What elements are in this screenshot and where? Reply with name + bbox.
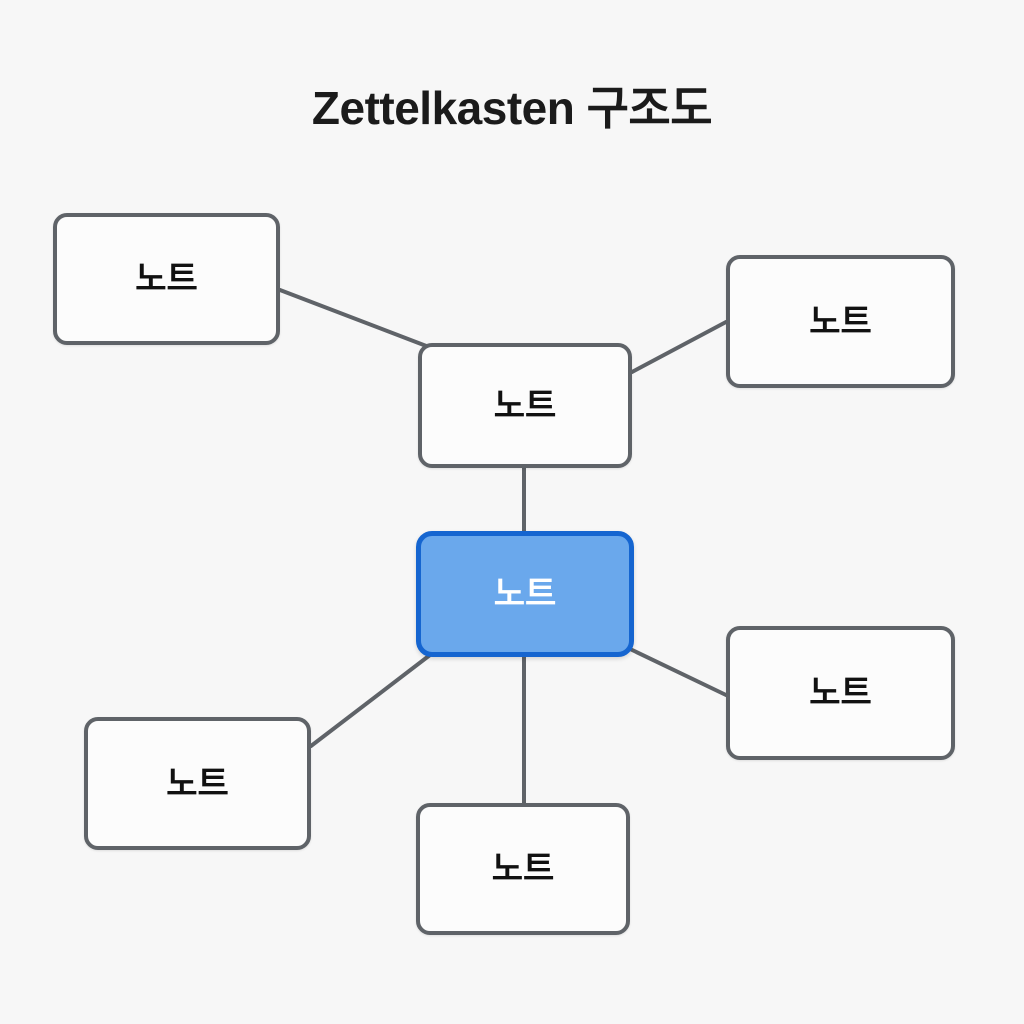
node-label: 노트	[135, 260, 198, 298]
edge-n-top-right-to-n-upper-middle	[630, 320, 728, 374]
node-label: 노트	[809, 674, 872, 712]
edge-n-center-to-n-right-middle	[626, 646, 728, 697]
node-bottom-center[interactable]: 노트	[416, 803, 630, 935]
node-right-middle[interactable]: 노트	[726, 626, 955, 760]
node-label: 노트	[166, 764, 229, 803]
node-top-left[interactable]: 노트	[53, 213, 280, 345]
edge-n-center-to-n-bottom-left	[309, 653, 432, 748]
node-upper-middle[interactable]: 노트	[418, 343, 632, 468]
page-title: Zettelkasten 구조도	[311, 82, 713, 134]
node-label: 노트	[493, 575, 557, 613]
node-label: 노트	[493, 386, 557, 425]
node-label: 노트	[809, 302, 872, 341]
node-top-right[interactable]: 노트	[726, 255, 955, 388]
node-label: 노트	[491, 850, 555, 888]
node-bottom-left[interactable]: 노트	[84, 717, 311, 850]
edge-n-top-left-to-n-upper-middle	[278, 288, 444, 354]
node-center[interactable]: 노트	[416, 531, 634, 657]
